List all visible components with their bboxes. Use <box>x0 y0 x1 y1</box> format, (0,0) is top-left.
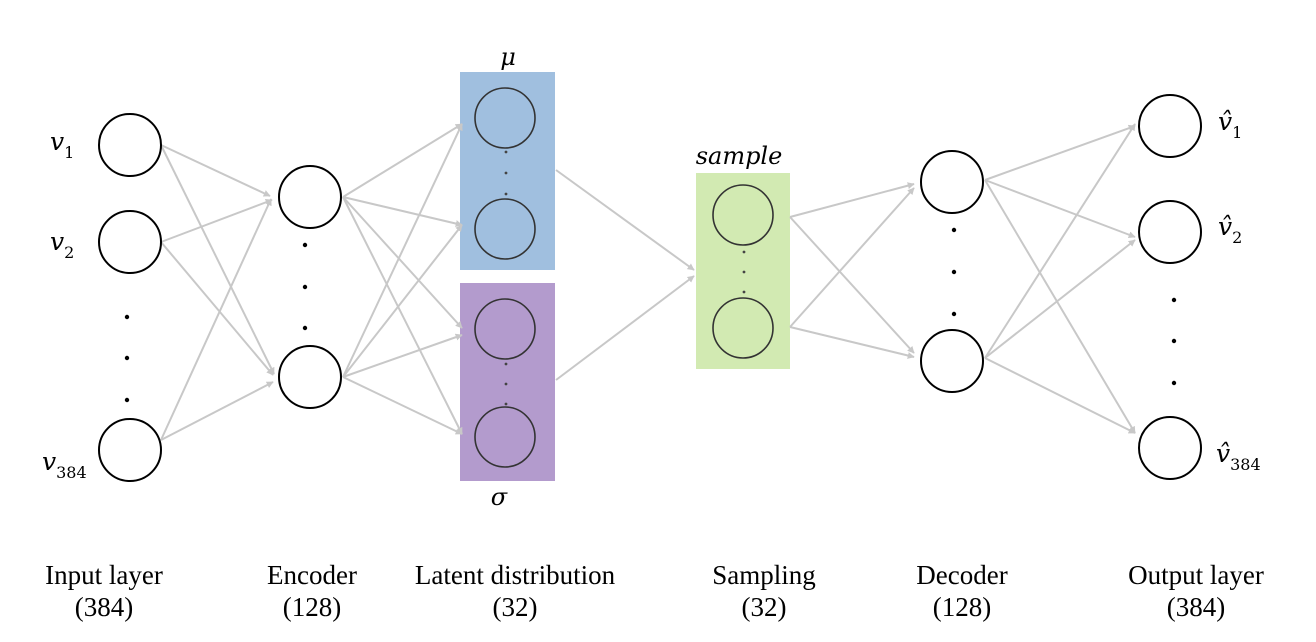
edge <box>789 182 915 218</box>
connections <box>160 123 1136 441</box>
edge <box>789 187 915 328</box>
edge <box>984 124 1136 181</box>
edge <box>789 216 915 354</box>
edge <box>160 144 275 375</box>
edge <box>342 376 463 435</box>
layer-size-decoder: (128) <box>933 592 991 622</box>
sampling-box <box>696 173 790 369</box>
layer-size-latent: (32) <box>493 592 538 622</box>
layer-size-encoder: (128) <box>283 592 341 622</box>
input-node <box>98 418 162 482</box>
ellipsis-dot <box>504 150 508 154</box>
ellipsis-dot <box>951 227 957 233</box>
ellipsis-dot <box>504 192 508 196</box>
decoder-node <box>920 329 984 393</box>
decoder-node <box>920 150 984 214</box>
sigma-node <box>474 406 536 468</box>
sigma-label: σ <box>491 483 508 511</box>
ellipsis-dot <box>951 311 957 317</box>
layer-labels: Input layer (384) Encoder (128) Latent d… <box>45 560 1264 622</box>
input-node <box>98 210 162 274</box>
edge <box>160 241 274 376</box>
ellipsis-dot <box>1171 338 1177 344</box>
ellipsis-dot <box>742 290 746 294</box>
sampling-label: sample <box>696 142 783 170</box>
ellipsis-dot <box>302 242 308 248</box>
edge <box>984 179 1136 239</box>
output-label-2: v̂2 <box>1218 212 1242 247</box>
ellipsis-dot <box>302 325 308 331</box>
edge <box>984 123 1136 359</box>
edge <box>342 196 463 227</box>
output-label-1: v̂1 <box>1218 107 1242 142</box>
edge <box>984 357 1136 434</box>
output-label-384: v̂384 <box>1216 439 1261 474</box>
layer-name-encoder: Encoder <box>267 560 357 590</box>
layer-name-sampling: Sampling <box>712 560 816 590</box>
ellipsis-dot <box>504 382 508 386</box>
layer-name-latent: Latent distribution <box>415 560 616 590</box>
edge <box>160 198 273 243</box>
input-label-2: v2 <box>50 227 74 262</box>
edge <box>984 179 1136 434</box>
mu-box <box>460 72 555 270</box>
input-label-384: v384 <box>42 447 87 482</box>
edge <box>555 275 695 381</box>
edge <box>160 198 272 441</box>
encoder-node <box>278 345 342 409</box>
ellipsis-dot <box>124 355 130 361</box>
ellipsis-dot <box>504 362 508 366</box>
edge <box>160 144 271 197</box>
edge <box>555 169 695 271</box>
mu-node <box>474 198 536 260</box>
sigma-box <box>460 283 555 481</box>
edge <box>789 326 915 359</box>
layer-size-sampling: (32) <box>742 592 787 622</box>
ellipsis-dot <box>1171 380 1177 386</box>
edge <box>160 381 274 441</box>
input-node <box>98 113 162 177</box>
ellipsis-dot <box>742 270 746 274</box>
edge <box>342 196 463 435</box>
mu-label: μ <box>500 43 516 71</box>
encoder-node <box>278 165 342 229</box>
edge <box>342 224 463 378</box>
edge <box>342 196 463 329</box>
ellipsis-dot <box>124 314 130 320</box>
ellipsis-dot <box>504 171 508 175</box>
sigma-node <box>474 298 536 360</box>
output-node <box>1138 200 1202 264</box>
sample-node <box>712 297 774 359</box>
layer-size-input: (384) <box>75 592 133 622</box>
sample-node <box>712 184 774 246</box>
layer-name-input: Input layer <box>45 560 163 590</box>
layer-size-output: (384) <box>1167 592 1225 622</box>
ellipsis-dot <box>742 250 746 254</box>
ellipsis-dot <box>951 269 957 275</box>
layer-name-output: Output layer <box>1128 560 1264 590</box>
output-node <box>1138 94 1202 158</box>
ellipsis-dot <box>124 397 130 403</box>
edge <box>342 123 463 198</box>
input-label-1: v1 <box>50 127 74 162</box>
edge <box>342 123 463 378</box>
ellipsis-dot <box>302 284 308 290</box>
edge <box>342 333 463 378</box>
ellipsis-dot <box>504 402 508 406</box>
layer-name-decoder: Decoder <box>916 560 1007 590</box>
edge <box>984 239 1136 359</box>
output-node <box>1138 416 1202 480</box>
ellipsis-dot <box>1171 297 1177 303</box>
mu-node <box>474 87 536 149</box>
